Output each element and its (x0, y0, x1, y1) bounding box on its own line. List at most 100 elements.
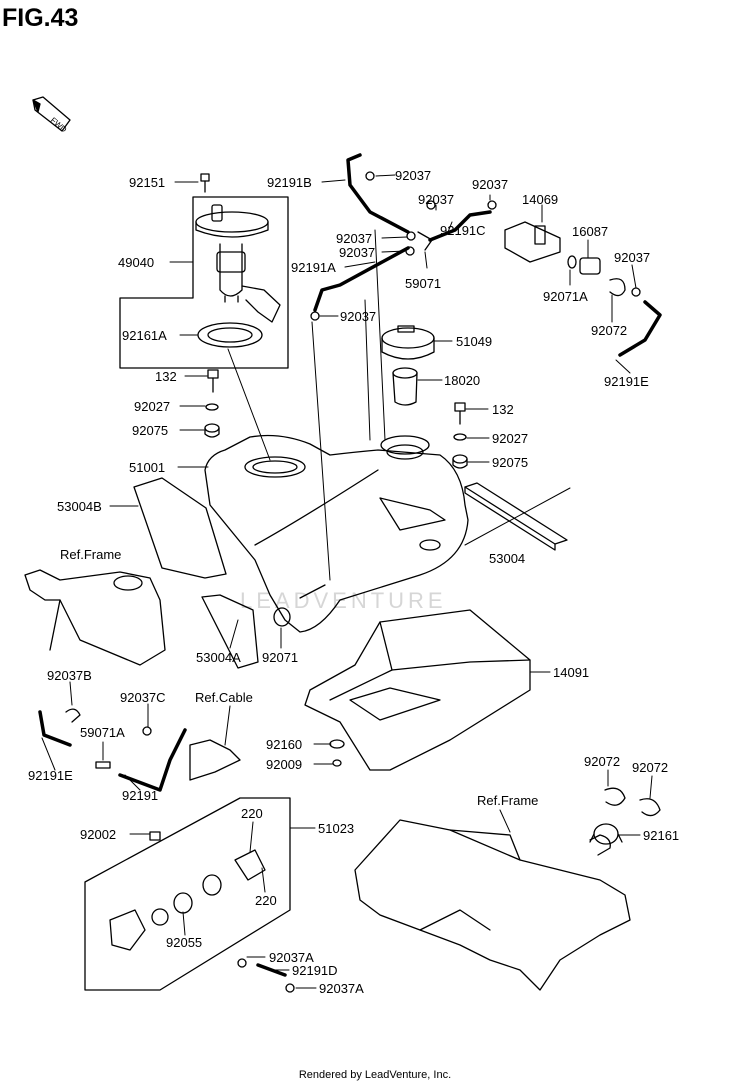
callout: 53004A (196, 650, 241, 665)
callout: 14091 (553, 665, 589, 680)
callout: 92072 (632, 760, 668, 775)
callout: 92161 (643, 828, 679, 843)
clamp-92037-e (405, 246, 415, 256)
callout: 92037 (339, 245, 375, 260)
callout: 49040 (118, 255, 154, 270)
filler-neck-18020 (392, 367, 418, 406)
callout: 92037C (120, 690, 166, 705)
callout: 92037 (340, 309, 376, 324)
callout: 92009 (266, 757, 302, 772)
callout: 92037A (319, 981, 364, 996)
callout: 51001 (129, 460, 165, 475)
callout: 16087 (572, 224, 608, 239)
tee-59071 (417, 231, 433, 251)
callout: Ref.Frame (60, 547, 121, 562)
gasket-92161a (197, 322, 263, 348)
strip-53004 (464, 482, 568, 551)
clamp-92071a (567, 255, 577, 269)
boot-92161 (589, 823, 623, 845)
clamp-92037-g (310, 311, 320, 321)
clamp-92037-f (631, 287, 641, 297)
clamp-92037b (65, 708, 81, 723)
washer-92027-b (453, 433, 467, 441)
clamp-92072-b (604, 787, 626, 806)
grommet-92075-a (204, 423, 220, 438)
frame-right (354, 819, 631, 991)
footer-credit: Rendered by LeadVenture, Inc. (298, 1069, 452, 1081)
hose-92191b (346, 153, 410, 234)
callout: Ref.Frame (477, 793, 538, 808)
callout: 132 (492, 402, 514, 417)
clamp-92037-d (406, 231, 416, 241)
grommet-92075-b (452, 454, 468, 469)
callout: 92037 (418, 192, 454, 207)
callout: Ref.Cable (195, 690, 253, 705)
callout: 92191E (604, 374, 649, 389)
callout: 220 (241, 806, 263, 821)
fuel-cap-51049 (381, 325, 435, 360)
callout: 92037 (336, 231, 372, 246)
bolt-92151 (200, 173, 210, 193)
clamp-92037a-a (237, 958, 247, 968)
bolt-92002 (149, 831, 161, 841)
hose-92191a (313, 246, 410, 312)
callout: 92191B (267, 175, 312, 190)
callout: 92151 (129, 175, 165, 190)
hose-92191c (428, 210, 492, 242)
clamp-92072-a (609, 278, 626, 297)
callout: 92191 (122, 788, 158, 803)
hose-92191e-top (618, 300, 662, 357)
callout: 51023 (318, 821, 354, 836)
clamp-92037-c (487, 200, 497, 210)
grommet-92160 (329, 739, 345, 749)
leader-lines (41, 174, 653, 989)
callout: 92191C (440, 223, 486, 238)
callout: 92161A (122, 328, 167, 343)
fuel-pump-assembly (195, 204, 281, 323)
callout: 92075 (132, 423, 168, 438)
figure-title: FIG.43 (2, 4, 79, 32)
callout: 14069 (522, 192, 558, 207)
callout: 59071 (405, 276, 441, 291)
hose-92191e-lower (38, 710, 72, 747)
callout: 92075 (492, 455, 528, 470)
washer-92027-a (205, 403, 219, 411)
fwd-arrow-icon: FWD (32, 96, 71, 134)
callout: 51049 (456, 334, 492, 349)
valve-group-bracket (84, 797, 291, 991)
fuel-tank-51001 (204, 434, 469, 633)
tray-14091 (304, 609, 531, 771)
clamp-92037-top (365, 171, 375, 181)
callout: 92191D (292, 963, 338, 978)
callout: 92037 (614, 250, 650, 265)
callout: 18020 (444, 373, 480, 388)
callout: 53004 (489, 551, 525, 566)
frame-left (24, 569, 166, 666)
callout-labels: 92151 92191B 92037 92037 92037 14069 490… (28, 168, 679, 996)
callout: 59071A (80, 725, 125, 740)
filter-16087 (579, 257, 601, 275)
callout: 92055 (166, 935, 202, 950)
callout: 220 (255, 893, 277, 908)
cable-assy (189, 739, 241, 781)
callout: 92071 (262, 650, 298, 665)
callout: 92072 (584, 754, 620, 769)
callout: 92191A (291, 260, 336, 275)
callout: 92160 (266, 737, 302, 752)
callout: 92037 (395, 168, 431, 183)
callout: 132 (155, 369, 177, 384)
clamp-92037a-b (285, 983, 295, 993)
callout: 92027 (134, 399, 170, 414)
callout: 92072 (591, 323, 627, 338)
hose-92191 (118, 728, 187, 792)
callout: 92037A (269, 950, 314, 965)
clamp-92037-b (426, 200, 436, 210)
callout: 92002 (80, 827, 116, 842)
pump-group-bracket (119, 196, 289, 369)
clamp-92037c (142, 726, 152, 736)
pad-53004a (201, 594, 259, 669)
bolt-132-b (454, 402, 466, 425)
callout: 53004B (57, 499, 102, 514)
clamp-92072-c (639, 798, 661, 817)
